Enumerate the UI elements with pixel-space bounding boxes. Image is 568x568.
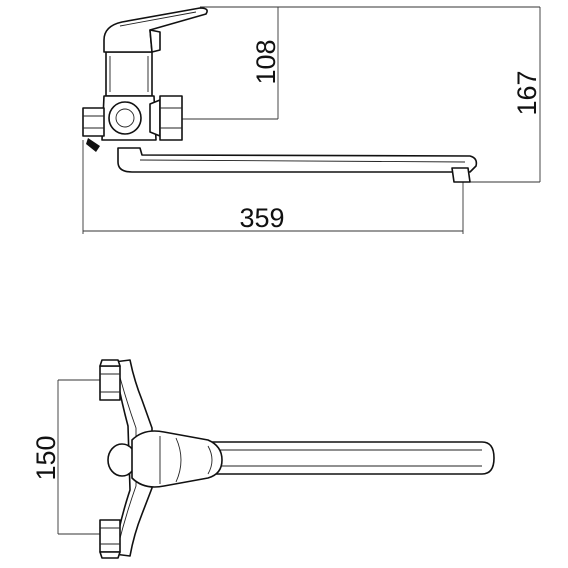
dimension-359: 359 [82, 140, 464, 234]
connector-left-side [82, 107, 105, 152]
top-view: 150 [31, 359, 495, 559]
connector-upper-top [99, 359, 121, 401]
side-view: 108 167 359 [82, 6, 542, 234]
lever-handle-side [103, 7, 208, 53]
dimension-label-167: 167 [512, 70, 542, 115]
connector-right-side [149, 95, 183, 141]
connector-lower-top [99, 519, 121, 559]
dimension-150: 150 [31, 379, 112, 535]
dimension-108: 108 [180, 6, 281, 120]
body-side [101, 51, 157, 141]
spout-side [117, 147, 478, 183]
spout-top [209, 441, 495, 475]
dimension-label-108: 108 [251, 39, 281, 84]
dimension-label-359: 359 [239, 203, 284, 233]
lever-handle-top [107, 430, 223, 488]
dimension-167: 167 [278, 6, 542, 183]
dimension-label-150: 150 [31, 435, 61, 480]
